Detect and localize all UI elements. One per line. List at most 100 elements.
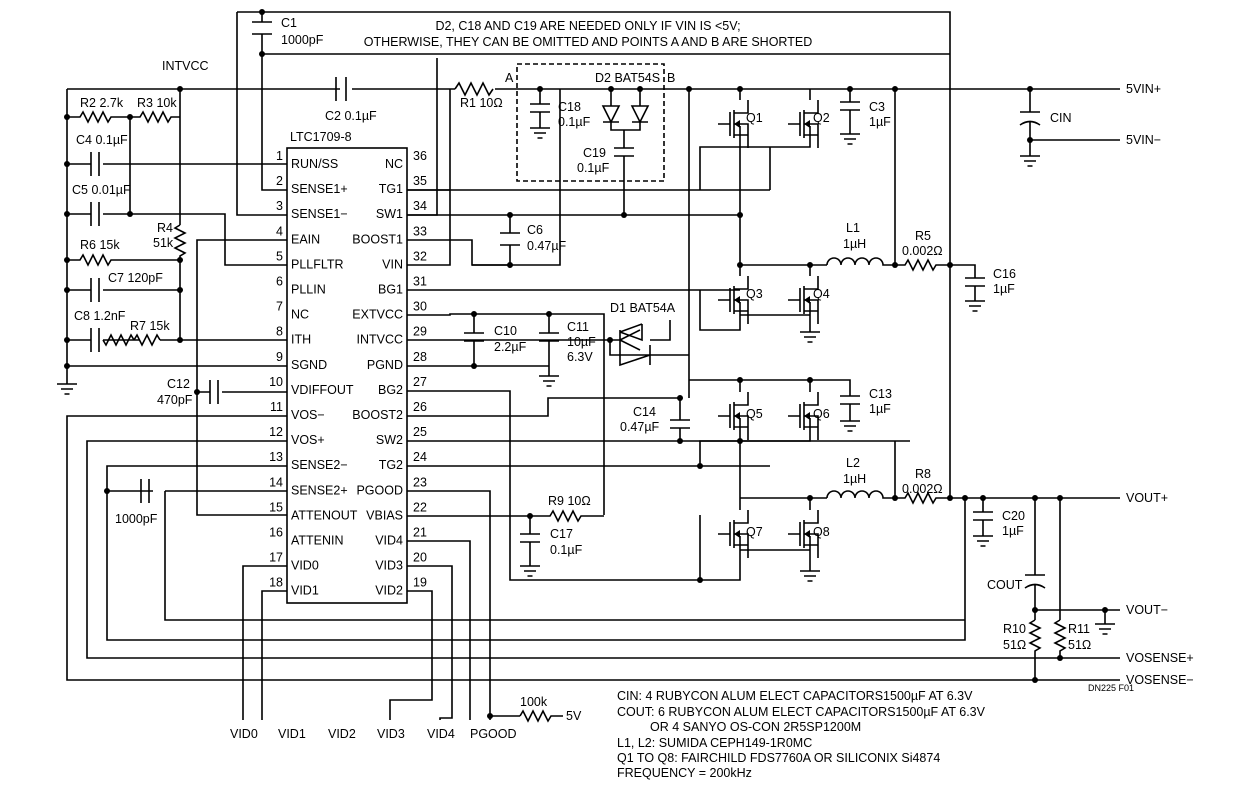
pin-name-right: BG1 xyxy=(378,283,403,297)
r5-name: R5 xyxy=(915,229,931,243)
pin-name-left: PLLIN xyxy=(291,283,326,297)
pin-name-left: VID1 xyxy=(291,584,319,598)
vosense-minus-label: VOSENSE− xyxy=(1126,673,1194,687)
pin-number-left: 17 xyxy=(269,551,283,565)
pin-number-right: 20 xyxy=(413,551,427,565)
pin-name-right: VBIAS xyxy=(366,508,403,522)
ic-body xyxy=(286,147,408,604)
pin-number-right: 35 xyxy=(413,174,427,188)
optional-circuit-box xyxy=(516,63,665,182)
pin-name-left: RUN/SS xyxy=(291,157,338,171)
c12-name: C12 xyxy=(167,377,190,391)
pin-name-left: SENSE2− xyxy=(291,458,348,472)
r2-label: R2 2.7k xyxy=(80,96,124,110)
pin-name-left: VOS− xyxy=(291,408,325,422)
vid0-label: VID0 xyxy=(230,727,258,741)
pin-name-right: NC xyxy=(385,157,403,171)
c2-label: C2 0.1µF xyxy=(325,109,377,123)
pin-name-right: VIN xyxy=(382,257,403,271)
r11-name: R11 xyxy=(1068,622,1090,636)
vid4-label: VID4 xyxy=(427,727,455,741)
c10-value: 2.2µF xyxy=(494,340,527,354)
pin-name-right: SW1 xyxy=(376,207,403,221)
c11-value: 10µF xyxy=(567,335,596,349)
ic-pins: 1RUN/SS2SENSE1+3SENSE1−4EAIN5PLLFLTR6PLL… xyxy=(269,149,427,598)
pgood-label: PGOOD xyxy=(470,727,517,741)
c3-name: C3 xyxy=(869,100,885,114)
pin-name-right: TG2 xyxy=(379,458,403,472)
c7-label: C7 120pF xyxy=(108,271,163,285)
figure-id: DN225 F01 xyxy=(1088,683,1134,693)
vosense-plus-label: VOSENSE+ xyxy=(1126,651,1194,665)
q7-label: Q7 xyxy=(746,525,763,539)
pin-number-right: 32 xyxy=(413,249,427,263)
pin-number-right: 28 xyxy=(413,350,427,364)
c4-label: C4 0.1µF xyxy=(76,133,128,147)
pin-number-right: 29 xyxy=(413,325,427,339)
pin-number-right: 27 xyxy=(413,375,427,389)
pin-number-left: 6 xyxy=(276,275,283,289)
r5-value: 0.002Ω xyxy=(902,244,943,258)
pin-name-left: NC xyxy=(291,308,309,322)
c5-label: C5 0.01µF xyxy=(72,183,131,197)
r10-value: 51Ω xyxy=(1003,638,1026,652)
r9-label: R9 10Ω xyxy=(548,494,591,508)
pin-name-right: BOOST2 xyxy=(352,408,403,422)
pin-number-right: 36 xyxy=(413,149,427,163)
pin-number-left: 13 xyxy=(269,450,283,464)
pin-number-right: 19 xyxy=(413,576,427,590)
note-4: L1, L2: SUMIDA CEPH149-1R0MC xyxy=(617,736,812,750)
point-a-label: A xyxy=(505,71,514,85)
d1-label: D1 BAT54A xyxy=(610,301,676,315)
pin-name-right: SW2 xyxy=(376,433,403,447)
pin-number-right: 22 xyxy=(413,500,427,514)
q5-label: Q5 xyxy=(746,407,763,421)
pin-number-left: 16 xyxy=(269,526,283,540)
note-1: CIN: 4 RUBYCON ALUM ELECT CAPACITORS1500… xyxy=(617,689,973,703)
c8-label: C8 1.2nF xyxy=(74,309,126,323)
r3-label: R3 10k xyxy=(137,96,177,110)
top-note-line1: D2, C18 AND C19 ARE NEEDED ONLY IF VIN I… xyxy=(435,19,740,33)
c14-value: 0.47µF xyxy=(620,420,660,434)
pin-number-right: 31 xyxy=(413,275,427,289)
c1-value: 1000pF xyxy=(281,33,324,47)
pin-number-left: 14 xyxy=(269,475,283,489)
vid1-label: VID1 xyxy=(278,727,306,741)
wiring xyxy=(56,9,1120,723)
c16-value: 1µF xyxy=(993,282,1015,296)
note-2: COUT: 6 RUBYCON ALUM ELECT CAPACITORS150… xyxy=(617,705,986,719)
intvcc-label: INTVCC xyxy=(162,59,209,73)
pin-name-right: BG2 xyxy=(378,383,403,397)
cin-label: CIN xyxy=(1050,111,1072,125)
note-5: Q1 TO Q8: FAIRCHILD FDS7760A OR SILICONI… xyxy=(617,751,940,765)
pin-name-left: SENSE1+ xyxy=(291,182,348,196)
pin-number-left: 5 xyxy=(276,249,283,263)
vout-minus-label: VOUT− xyxy=(1126,603,1168,617)
pin-number-right: 23 xyxy=(413,475,427,489)
pin-name-right: VID4 xyxy=(375,534,403,548)
pin-number-left: 11 xyxy=(270,400,283,414)
c3-value: 1µF xyxy=(869,115,891,129)
pin-name-right: PGOOD xyxy=(356,483,403,497)
c18-value: 0.1µF xyxy=(558,115,591,129)
pin-name-left: SENSE2+ xyxy=(291,483,348,497)
pin-number-left: 1 xyxy=(276,149,283,163)
l2-value: 1µH xyxy=(843,472,866,486)
pin-name-left: VOS+ xyxy=(291,433,325,447)
r8-value: 0.002Ω xyxy=(902,482,943,496)
pin-number-right: 30 xyxy=(413,300,427,314)
notes: CIN: 4 RUBYCON ALUM ELECT CAPACITORS1500… xyxy=(617,689,986,780)
c19-name: C19 xyxy=(583,146,606,160)
pin-name-left: VID0 xyxy=(291,559,319,573)
note-6: FREQUENCY = 200kHz xyxy=(617,766,752,780)
q4-label: Q4 xyxy=(813,287,830,301)
pin-number-right: 21 xyxy=(413,526,427,540)
pin-number-left: 9 xyxy=(276,350,283,364)
component-labels: C1 1000pF INTVCC R2 2.7k R3 10k C2 0.1µF… xyxy=(72,16,1194,741)
pin-number-right: 33 xyxy=(413,224,427,238)
pin-number-left: 12 xyxy=(269,425,283,439)
pin-name-right: INTVCC xyxy=(356,333,403,347)
pin-number-right: 34 xyxy=(413,199,427,213)
pin-name-left: ITH xyxy=(291,333,311,347)
